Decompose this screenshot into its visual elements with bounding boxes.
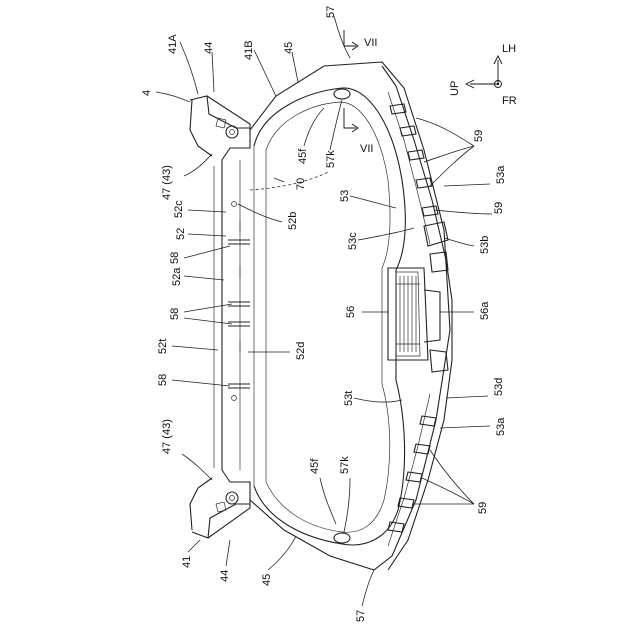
section-line-vii: VII VII (344, 30, 377, 155)
axis-indicator: LH UP FR (449, 43, 517, 107)
label-70: 70 (295, 178, 307, 190)
label-59-top: 59 (473, 130, 485, 142)
label-52: 52 (175, 228, 187, 240)
label-44-bottom: 44 (219, 570, 231, 582)
label-45f-top: 45f (297, 148, 309, 164)
structure-drawing (190, 62, 452, 570)
label-45-bottom: 45 (261, 574, 273, 586)
label-53t: 53t (343, 391, 355, 406)
axis-label-lh: LH (502, 43, 516, 55)
label-47-bottom: 47 (43) (161, 419, 173, 454)
label-52d: 52d (295, 342, 307, 360)
label-53d: 53d (493, 378, 505, 396)
label-56: 56 (345, 306, 357, 318)
label-53: 53 (339, 190, 351, 202)
label-41a: 41A (167, 34, 179, 54)
label-57-top: 57 (325, 6, 337, 18)
label-57k-top: 57k (325, 150, 337, 168)
label-4: 4 (141, 90, 153, 96)
label-47-top: 47 (43) (161, 165, 173, 200)
label-57-bottom: 57 (355, 610, 367, 622)
label-52a: 52a (171, 267, 183, 286)
label-53c: 53c (347, 232, 359, 250)
axis-label-up: UP (449, 81, 461, 96)
label-52c: 52c (173, 200, 185, 218)
label-45f-bottom: 45f (309, 458, 321, 474)
label-59-mid: 59 (493, 202, 505, 214)
section-label-bottom: VII (360, 143, 373, 155)
label-41b: 41B (243, 40, 255, 60)
label-53a-top: 53a (495, 165, 507, 184)
label-44-top: 44 (203, 42, 215, 54)
axis-label-fr: FR (502, 95, 517, 107)
label-58-c: 58 (157, 374, 169, 386)
label-58-b: 58 (169, 308, 181, 320)
label-58-a: 58 (169, 252, 181, 264)
section-label-top: VII (364, 37, 377, 49)
label-52t: 52t (157, 339, 169, 354)
label-52b: 52b (287, 212, 299, 230)
label-59-bottom: 59 (477, 502, 489, 514)
label-41: 41 (181, 556, 193, 568)
label-56a: 56a (479, 301, 491, 320)
label-57k-bottom: 57k (339, 456, 351, 474)
label-53b: 53b (479, 236, 491, 254)
label-53a-bottom: 53a (495, 417, 507, 436)
label-45-top: 45 (283, 42, 295, 54)
